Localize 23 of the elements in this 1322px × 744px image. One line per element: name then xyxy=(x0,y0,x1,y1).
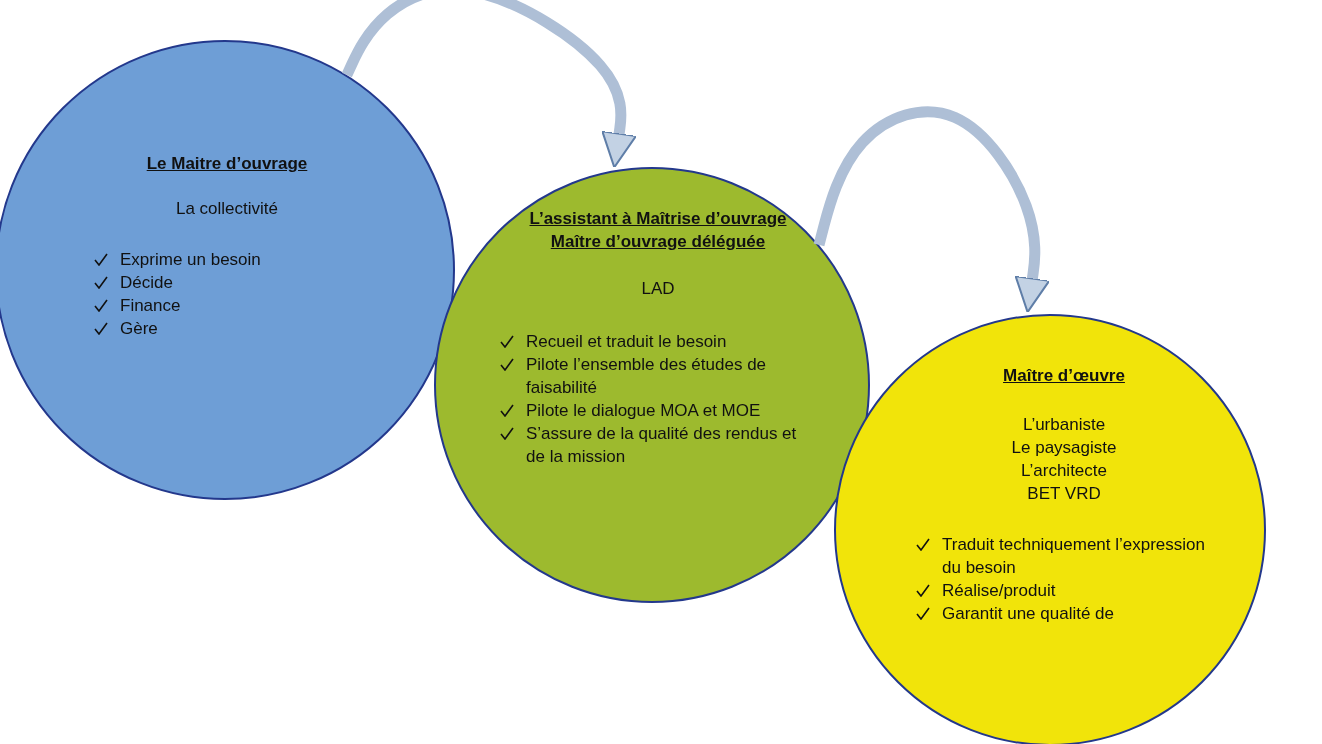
role-text: La collectivité xyxy=(174,198,280,220)
list-item-text: Décide xyxy=(120,272,173,294)
list-item-text: Traduit techniquement l’expression du besoin xyxy=(942,534,1206,579)
list-item-text: Exprime un besoin xyxy=(120,249,261,271)
list-item-text: Garantit une qualité de xyxy=(942,603,1114,625)
heading-text: L’assistant à Maîtrise d’ouvrage xyxy=(528,208,788,230)
curved-arrow xyxy=(341,0,637,169)
list-item-text: Pilote l’ensemble des études de faisabilité xyxy=(526,354,768,399)
role-text: Le paysagiste xyxy=(1010,437,1118,459)
list-item-text: Recueil et traduit le besoin xyxy=(526,331,727,353)
heading-text: Maître d’ouvrage déléguée xyxy=(549,231,767,253)
heading-text: Le Maitre d’ouvrage xyxy=(145,153,309,175)
list-item-text: Finance xyxy=(120,295,181,317)
heading-text: Maître d’œuvre xyxy=(1002,365,1126,387)
list-item-text: S’assure de la qualité des rendus et de la mission xyxy=(526,423,798,468)
list-item-text: Pilote le dialogue MOA et MOE xyxy=(526,400,761,422)
role-text: BET VRD xyxy=(1026,483,1102,505)
list-item-text: Réalise/produit xyxy=(942,580,1056,602)
role-text: L’architecte xyxy=(1020,460,1108,482)
role-text: L’urbaniste xyxy=(1021,414,1107,436)
role-text: LAD xyxy=(640,278,676,300)
list-item-text: Gère xyxy=(120,318,158,340)
curved-arrow xyxy=(813,106,1051,314)
